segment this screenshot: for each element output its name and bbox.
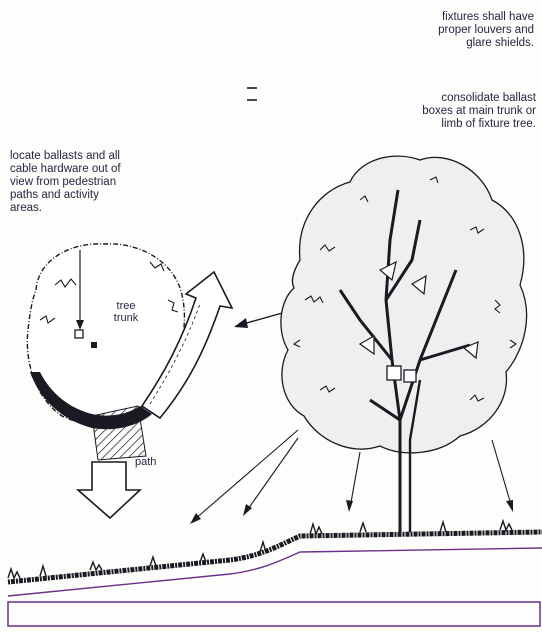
label-path: path [135,456,156,469]
plan-view [27,244,184,460]
ground [8,521,542,626]
label-tree-trunk: tree trunk [96,300,156,324]
fixture-tree [281,156,527,532]
tick-marks [247,88,257,100]
path-arrow [78,462,140,518]
note-consolidate-ballast: consolidate ballast boxes at main trunk … [326,92,536,131]
note-locate-ballasts: locate ballasts and all cable hardware o… [10,150,210,215]
note-fixtures-louvers: fixtures shall have proper louvers and g… [334,11,534,50]
